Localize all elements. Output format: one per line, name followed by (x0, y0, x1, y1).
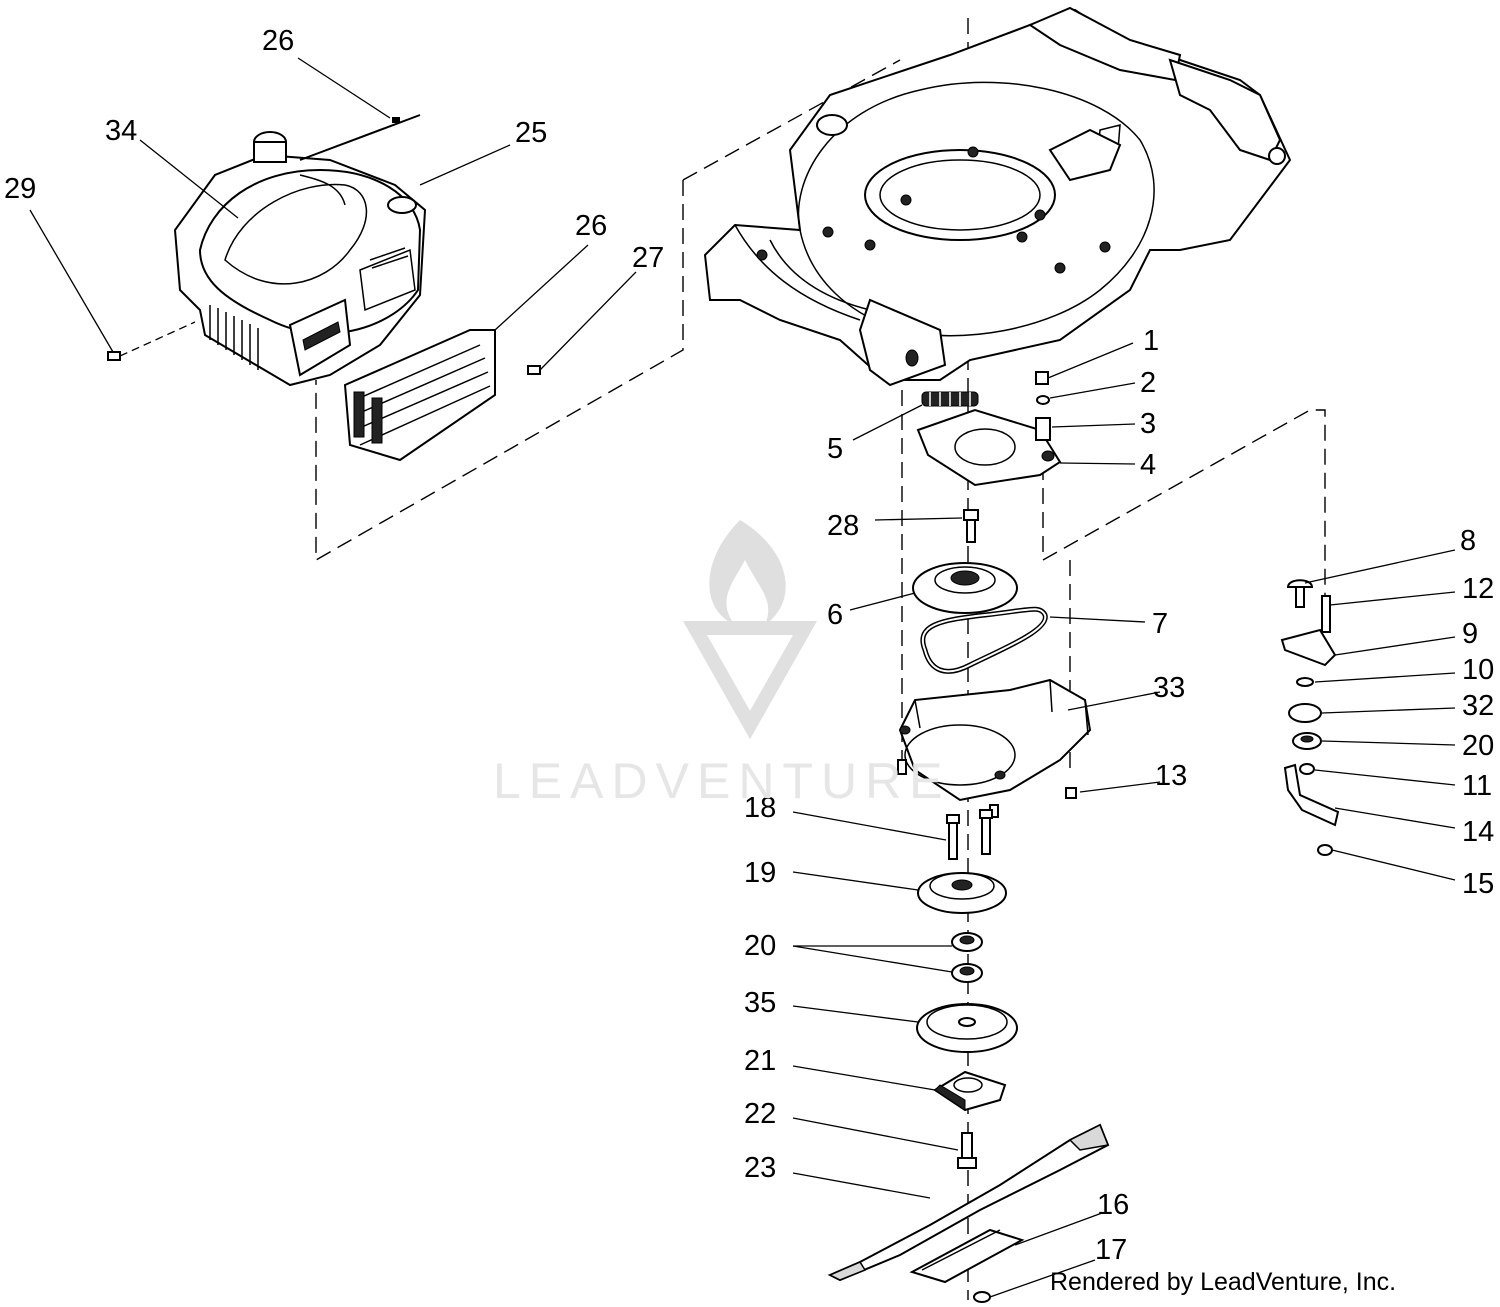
callout-27: 27 (632, 242, 664, 274)
hardware-stack (1035, 371, 1051, 441)
screw-29-icon (107, 321, 196, 361)
callout-1: 1 (1143, 325, 1159, 357)
right-assembly (1280, 579, 1340, 856)
spring (921, 391, 979, 407)
callout-11: 11 (1462, 770, 1492, 802)
callout-19: 19 (744, 857, 776, 889)
callout-24: 25 (515, 117, 547, 149)
callout-9: 9 (1462, 618, 1478, 650)
nut-17-icon (973, 1291, 991, 1303)
callout-21: 21 (744, 1045, 776, 1077)
callout-7: 7 (1152, 608, 1168, 640)
heat-shield (343, 329, 496, 462)
callout-8: 8 (1460, 525, 1476, 557)
cooling-fins (209, 305, 259, 370)
callout-10: 10 (1462, 654, 1494, 686)
callout-13: 13 (1155, 760, 1187, 792)
screw-13-icon (897, 759, 1077, 818)
callout-18: 18 (744, 792, 776, 824)
bolt-28-icon (963, 509, 979, 543)
engine (173, 131, 427, 387)
callout-32: 32 (1462, 690, 1494, 722)
screw-27-icon (527, 365, 541, 375)
callouts: 26 34 25 29 26 27 1 2 3 4 5 28 6 7 33 13… (4, 25, 1494, 1266)
callout-26: 26 (575, 210, 607, 242)
callout-28: 28 (827, 510, 859, 542)
blade-adapter (933, 1070, 1007, 1112)
belt (920, 606, 1048, 674)
callout-15: 15 (1462, 868, 1494, 900)
watermark-text: LEADVENTURE (493, 753, 951, 809)
dipstick (299, 114, 421, 161)
callout-25: 26 (262, 25, 294, 57)
bolt-18-icon (946, 809, 993, 860)
callout-5: 5 (827, 433, 843, 465)
bracket-plate (916, 408, 1062, 487)
callout-34: 34 (105, 115, 137, 147)
callout-33: 33 (1153, 672, 1185, 704)
callout-2: 2 (1140, 367, 1156, 399)
callout-16: 16 (1097, 1189, 1129, 1221)
watermark-logo-icon (682, 520, 818, 740)
callout-4: 4 (1140, 449, 1156, 481)
bolt-22-icon (957, 1132, 977, 1169)
callout-23: 23 (744, 1152, 776, 1184)
belt-housing (898, 678, 1092, 802)
pulley (912, 562, 1018, 614)
callout-12: 12 (1462, 573, 1494, 605)
callout-20: 20 (744, 930, 776, 962)
disc (916, 1003, 1018, 1053)
callout-14: 14 (1462, 816, 1494, 848)
callout-35: 35 (744, 987, 776, 1019)
callout-29: 29 (4, 173, 36, 205)
mower-deck (703, 6, 1292, 387)
callout-20-right: 20 (1462, 730, 1494, 762)
blade (827, 1123, 1110, 1282)
callout-22: 22 (744, 1098, 776, 1130)
bearing-upper (951, 932, 983, 952)
callout-3: 3 (1140, 408, 1156, 440)
stiffener (909, 1228, 1025, 1284)
callout-17: 17 (1095, 1234, 1127, 1266)
callout-6: 6 (827, 599, 843, 631)
render-credit: Rendered by LeadVenture, Inc. (1050, 1268, 1397, 1296)
leader-lines (29, 57, 1456, 1298)
hub (917, 872, 1007, 914)
bearing-lower (951, 963, 983, 983)
